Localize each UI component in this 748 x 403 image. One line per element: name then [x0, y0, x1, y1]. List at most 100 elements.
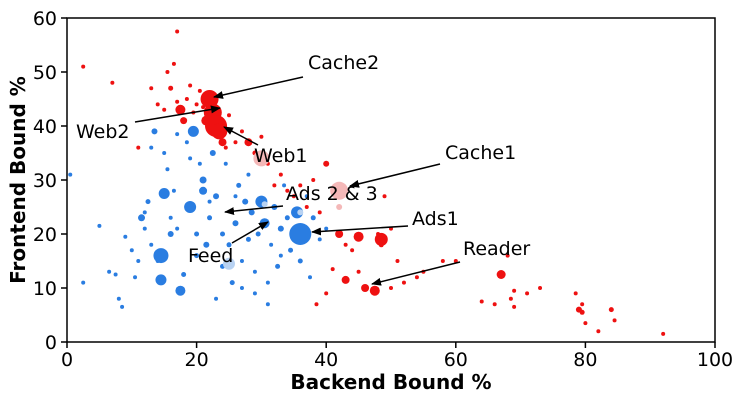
point-red-40 [317, 210, 322, 215]
point-red-49 [361, 284, 370, 292]
x-tick-label: 100 [697, 349, 733, 371]
point-red-44 [343, 242, 348, 247]
point-red-82 [324, 291, 329, 296]
point-blue-15 [151, 128, 158, 135]
point-blue-66 [308, 275, 312, 280]
point-blue-29 [194, 253, 200, 259]
point-blue-39 [223, 161, 228, 166]
point-red-23 [211, 123, 228, 140]
annotation-label: Cache1 [445, 142, 516, 164]
point-red-36 [291, 194, 296, 199]
point-blue-12 [142, 210, 147, 215]
point-blue-28 [187, 125, 199, 137]
point-blue-70 [162, 151, 167, 155]
point-red-46 [350, 248, 355, 253]
point-blue-40 [226, 242, 232, 248]
point-red-83 [330, 267, 335, 272]
x-tick-label: 0 [61, 349, 73, 371]
point-red-16 [194, 102, 199, 107]
point-blue-37 [214, 296, 219, 301]
annotation-label: Web1 [254, 145, 308, 167]
point-red-8 [171, 61, 176, 66]
point-red-76 [583, 321, 588, 326]
point-red-10 [175, 99, 180, 104]
annotation-label: Web2 [76, 121, 130, 143]
point-red-39 [311, 178, 316, 182]
point-blue-56 [275, 263, 281, 269]
annotation-label: Reader [463, 238, 530, 260]
point-blue-53 [265, 302, 270, 307]
point-red-11 [175, 104, 186, 115]
point-blue-79 [233, 194, 238, 199]
annotation-label: Cache2 [308, 52, 379, 74]
x-axis-title: Backend Bound % [290, 370, 491, 394]
point-red-78 [608, 307, 614, 313]
point-red-35 [285, 188, 290, 193]
point-blue-63 [289, 223, 312, 245]
point-red-31 [259, 134, 264, 139]
point-red-65 [496, 270, 506, 279]
point-blue-47 [246, 172, 251, 177]
y-tick-label: 20 [33, 224, 57, 246]
point-red-77 [596, 329, 601, 334]
annotation-arrow [224, 205, 284, 216]
point-blue-0 [68, 172, 73, 177]
point-blue-49 [252, 269, 257, 274]
point-red-54 [382, 194, 387, 199]
point-red-45 [341, 275, 350, 284]
point-red-7 [168, 85, 174, 91]
point-red-1 [110, 80, 115, 85]
annotation-arrow [213, 76, 304, 99]
point-blue-30 [197, 161, 202, 166]
point-red-6 [165, 70, 170, 74]
annotation-arrow [311, 225, 409, 236]
point-blue-14 [149, 145, 154, 150]
point-red-68 [512, 288, 517, 293]
point-blue-59 [284, 215, 290, 221]
point-red-62 [453, 259, 458, 263]
point-red-14 [188, 83, 193, 88]
point-blue-46 [245, 236, 251, 242]
point-red-28 [239, 129, 244, 134]
point-blue-23 [175, 226, 180, 231]
annotation-arrow [349, 163, 441, 188]
y-tick-label: 30 [33, 170, 57, 192]
point-red-5 [162, 107, 167, 112]
annotation-arrow [223, 126, 259, 146]
point-red-79 [612, 318, 617, 323]
point-red-58 [401, 280, 406, 285]
point-blue-6 [120, 304, 125, 309]
point-red-43 [335, 230, 344, 238]
x-tick-label: 40 [314, 349, 338, 371]
x-tick-label: 20 [185, 349, 209, 371]
point-red-41 [323, 160, 330, 167]
point-blue-21 [167, 231, 174, 237]
point-red-80 [661, 331, 666, 336]
point-red-48 [356, 269, 361, 274]
y-tick-label: 0 [45, 332, 57, 354]
point-red-72 [573, 291, 578, 296]
point-red-66 [505, 253, 510, 258]
point-blue-57 [277, 225, 284, 232]
point-blue-8 [129, 248, 134, 253]
point-blue-31 [199, 176, 207, 184]
point-blue-24 [175, 285, 186, 296]
annotation-arrow [134, 105, 221, 123]
data-points [68, 29, 666, 336]
point-red-64 [492, 302, 497, 307]
point-red-56 [389, 286, 393, 290]
y-tick-label: 40 [33, 116, 57, 138]
point-red-63 [479, 299, 484, 304]
point-red-9 [175, 29, 180, 34]
point-red-4 [155, 102, 160, 107]
point-red-81 [314, 302, 319, 307]
point-blue-34 [207, 215, 213, 221]
point-pink-0 [253, 150, 270, 167]
point-red-13 [184, 97, 189, 101]
point-red-25 [223, 145, 228, 150]
point-blue-35 [209, 150, 216, 156]
point-red-27 [233, 140, 238, 145]
point-blue-67 [310, 215, 316, 221]
annotation-label: Ads 2 & 3 [286, 183, 378, 205]
